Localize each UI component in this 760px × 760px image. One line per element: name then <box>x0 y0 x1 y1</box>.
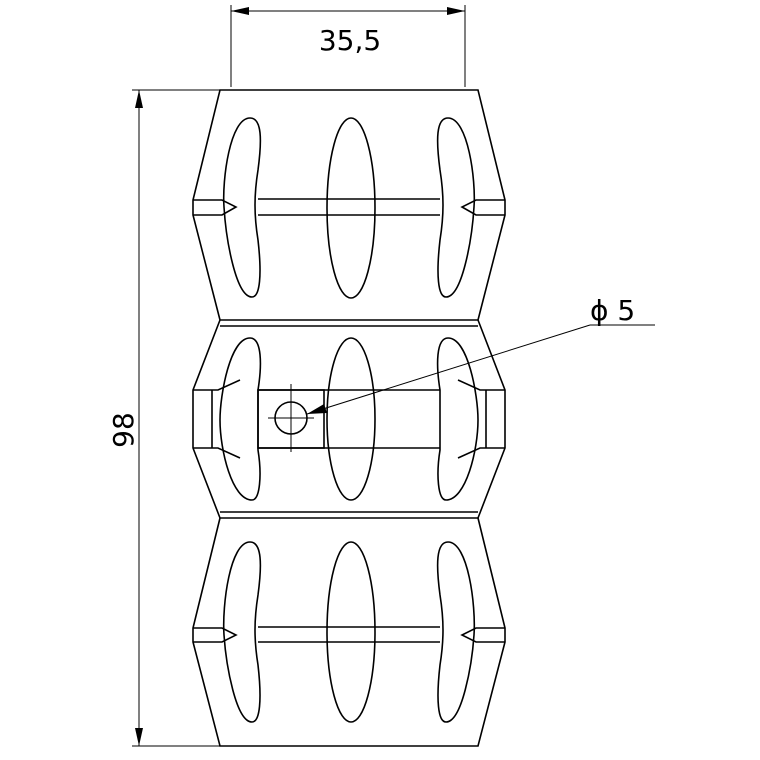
body-outline <box>192 89 506 747</box>
diameter-callout: ϕ 5 <box>306 294 655 415</box>
width-dimension: 35,5 <box>230 5 466 87</box>
height-dimension-label: 98 <box>107 412 140 448</box>
height-dimension: 98 <box>107 89 220 747</box>
middle-right-flange-lower <box>457 447 505 459</box>
diameter-arrow <box>307 404 327 414</box>
width-arrow-left <box>231 7 249 15</box>
middle-left-flange <box>193 379 241 391</box>
middle-center-slot <box>326 337 376 501</box>
top-center-slot <box>326 117 376 299</box>
bottom-left-flange <box>193 627 238 643</box>
middle-right-slot <box>436 337 479 501</box>
middle-left-slot <box>219 337 262 501</box>
mounting-hole <box>257 384 325 452</box>
top-segment <box>193 117 505 299</box>
top-left-flange <box>193 199 238 216</box>
connector-body <box>192 89 506 747</box>
width-arrow-right <box>447 7 465 15</box>
middle-left-flange-lower <box>193 447 241 459</box>
bottom-center-slot <box>326 541 376 723</box>
width-dimension-label: 35,5 <box>319 24 381 57</box>
top-right-slot <box>436 117 476 298</box>
bottom-segment <box>193 541 505 723</box>
height-arrow-bottom <box>135 728 143 746</box>
bottom-left-slot <box>222 541 262 723</box>
diameter-leader-line <box>306 324 591 415</box>
top-left-slot <box>222 117 262 298</box>
bottom-right-slot <box>436 541 476 723</box>
bottom-right-flange <box>460 627 505 643</box>
middle-segment <box>193 337 505 501</box>
middle-right-flange <box>457 379 505 391</box>
top-right-flange <box>460 199 505 216</box>
height-arrow-top <box>135 90 143 108</box>
diameter-label: ϕ 5 <box>590 294 635 327</box>
